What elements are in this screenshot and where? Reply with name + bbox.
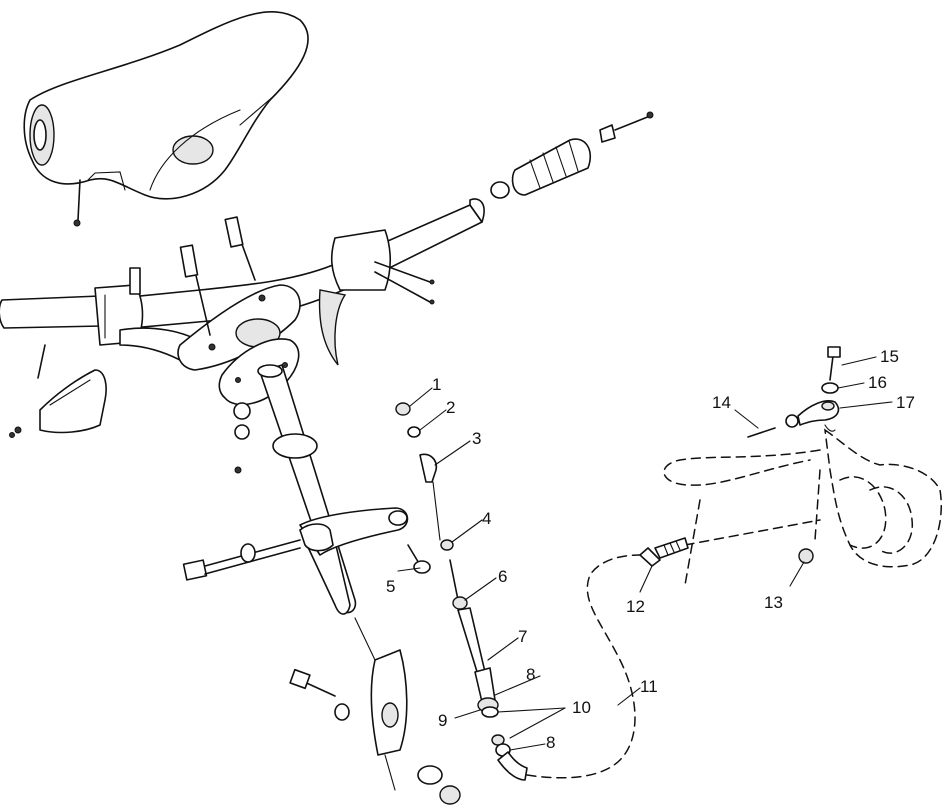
cable-end-12 [639,537,689,567]
right-grip [490,111,654,199]
callout-6: 6 [498,567,507,586]
right-screws [374,261,435,305]
callout-2: 2 [446,398,455,417]
callout-16: 16 [868,373,887,392]
callout-3: 3 [472,429,481,448]
callout-15: 15 [880,347,899,366]
callout-7: 7 [518,627,527,646]
cover-screw [73,179,81,227]
callout-17: 17 [896,393,915,412]
callout-labels: 1 2 3 4 5 6 7 8 8 9 10 11 12 13 14 15 16… [386,347,915,752]
steering-arm [299,507,409,556]
carburetor-dashed [814,428,942,568]
callout-4: 4 [482,509,491,528]
linkage-14-17 [747,346,841,438]
callout-12: 12 [626,597,645,616]
long-bolt [182,539,301,581]
callout-14: 14 [712,393,731,412]
callout-10: 10 [572,698,591,717]
callout-9: 9 [438,711,447,730]
callout-5: 5 [386,577,395,596]
leader-lines [397,356,893,751]
cable-11-dashed [526,449,821,779]
callout-8-lower: 8 [546,733,555,752]
throttle-bracket [9,344,107,438]
handlebar-cover [23,11,309,200]
callout-13: 13 [764,593,783,612]
callout-1: 1 [432,375,441,394]
bolt-5 [407,544,431,574]
callout-11: 11 [640,677,658,696]
mount-bracket [289,617,461,805]
cable-parts [395,402,528,781]
callout-8-upper: 8 [526,665,535,684]
nut-13 [798,548,814,564]
